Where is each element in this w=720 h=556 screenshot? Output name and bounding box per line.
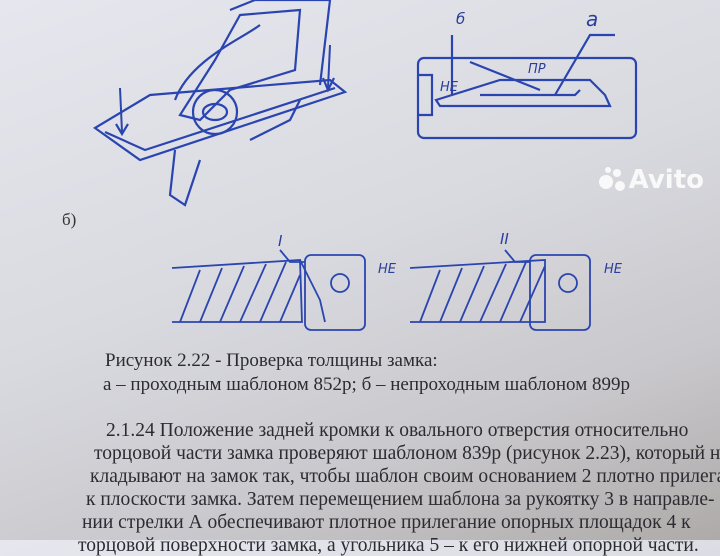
- paragraph-line: 2.1.24 Положение задней кромки к овально…: [106, 420, 689, 441]
- lock-isometric-drawing: [92, 0, 348, 207]
- paragraph-line: нии стрелки А обеспечивают плотное приле…: [82, 512, 691, 533]
- section-label-two: II: [500, 230, 509, 248]
- gauge-label-a: а: [586, 7, 599, 31]
- gauge-label-b: б: [456, 10, 466, 28]
- avito-logo-icon: [598, 167, 625, 193]
- gauge-label-ne: НЕ: [440, 80, 458, 95]
- paragraph-line: торцовой части замка проверяют шаблоном …: [94, 443, 720, 464]
- gauge-drawing: [416, 33, 638, 140]
- section-label-one: I: [278, 232, 283, 250]
- section-label-ne-right: НЕ: [604, 262, 622, 277]
- figure-caption-title: Рисунок 2.22 - Проверка толщины замка:: [105, 350, 438, 371]
- avito-watermark: Avito: [598, 165, 704, 195]
- avito-watermark-text: Avito: [628, 165, 704, 195]
- paragraph-line: торцовой поверхности замка, а угольника …: [78, 535, 699, 556]
- paragraph-line: к плоскости замка. Затем перемещением ша…: [86, 489, 715, 510]
- figure-drawings: [92, 0, 638, 331]
- gauge-label-pr: ПР: [528, 62, 546, 77]
- section-drawings: [171, 249, 591, 331]
- figure-caption-subtitle: а – проходным шаблоном 852р; б – непрохо…: [103, 374, 630, 395]
- figure-sublabel: б): [62, 210, 77, 229]
- section-label-ne-left: НЕ: [378, 262, 396, 277]
- paragraph-line: кладывают на замок так, чтобы шаблон сво…: [90, 466, 720, 487]
